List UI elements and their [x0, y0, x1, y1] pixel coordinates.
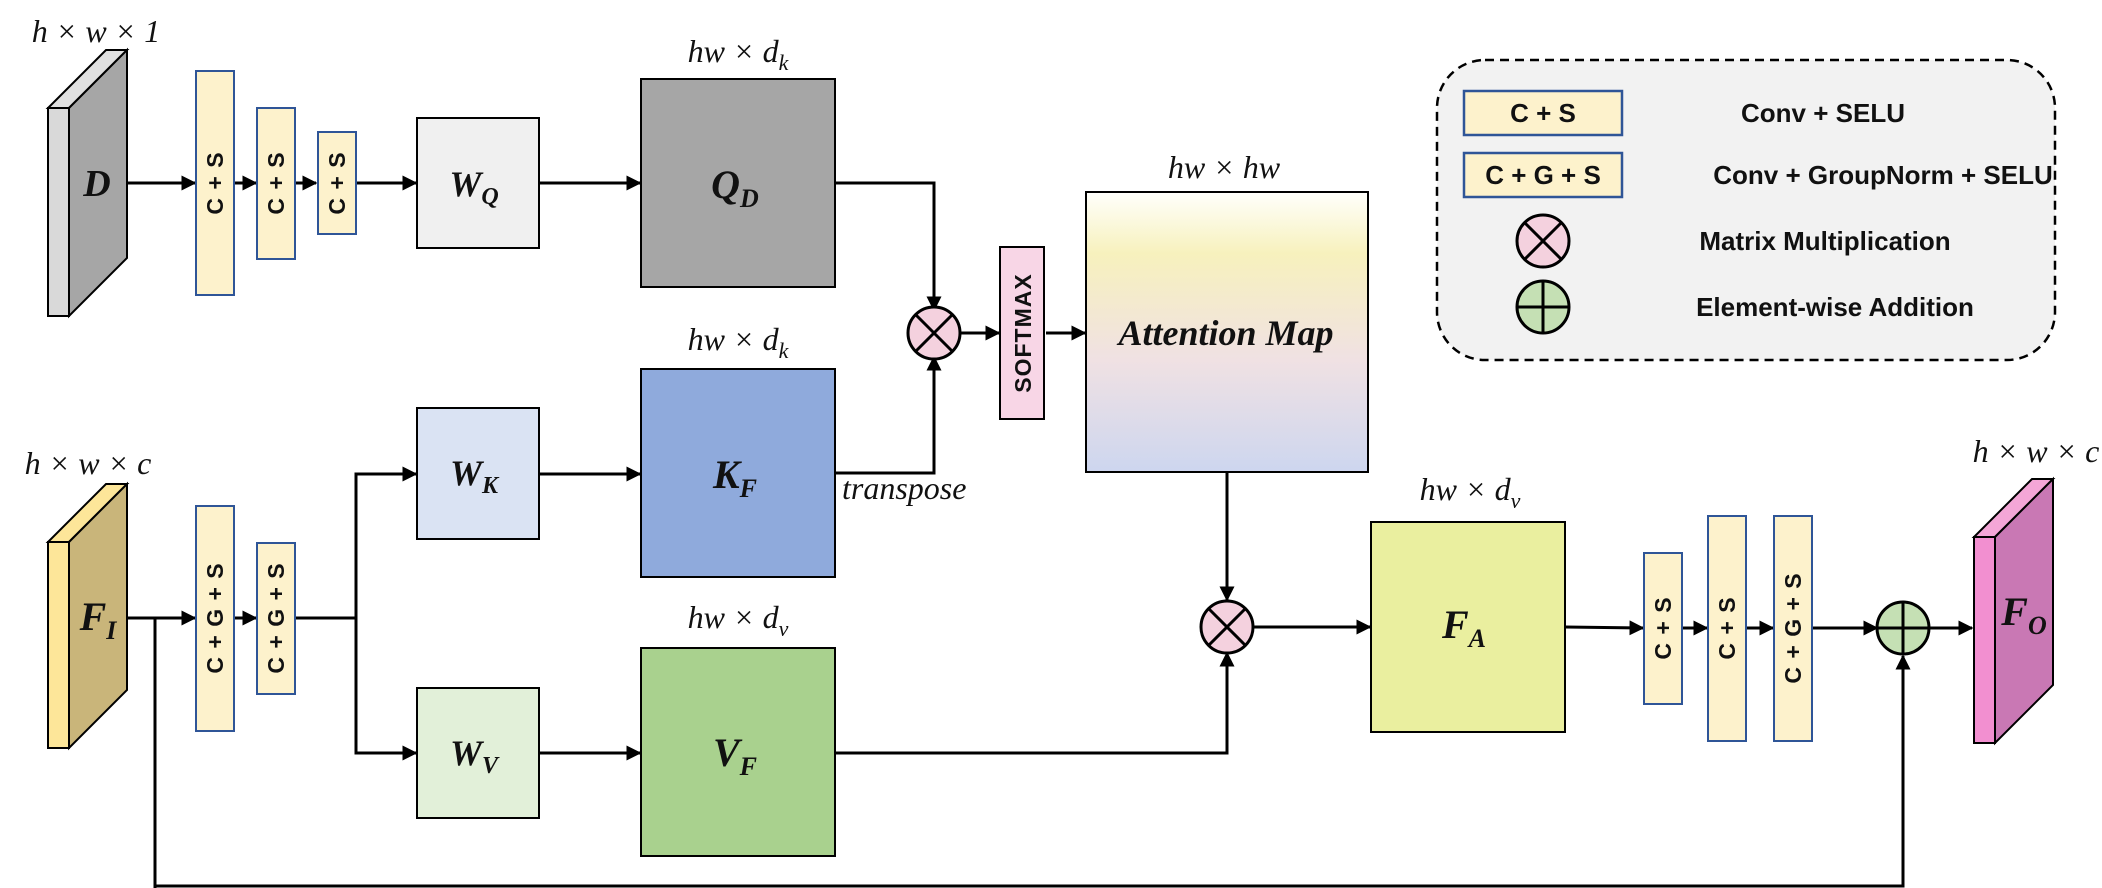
cs-block-2: C + S — [256, 107, 296, 260]
wq-box: WQ — [416, 117, 540, 249]
legend-add-desc: Element-wise Addition — [1696, 292, 1974, 322]
q-symbol: Q — [711, 162, 740, 207]
v-symbol: V — [713, 730, 743, 775]
fa-symbol: F — [1441, 602, 1469, 647]
svg-text:C + G + S: C + G + S — [1780, 572, 1806, 683]
element-wise-addition-icon — [1515, 279, 1571, 335]
feature-input-slab: FI — [45, 481, 130, 751]
wk-sub: K — [481, 473, 500, 499]
legend-mult-desc: Matrix Multiplication — [1699, 226, 1950, 256]
cs-block-1: C + S — [195, 70, 235, 296]
v-dim: hw × dv — [688, 599, 789, 641]
svg-text:WK: WK — [450, 453, 500, 499]
svg-text:SOFTMAX: SOFTMAX — [1010, 273, 1036, 392]
svg-text:C + G + S: C + G + S — [202, 562, 228, 673]
svg-text:Attention Map: Attention Map — [1116, 313, 1333, 353]
fa-dim: hw × dv — [1420, 471, 1521, 513]
svg-text:QD: QD — [711, 162, 759, 213]
svg-text:C + S: C + S — [263, 151, 289, 214]
v-matrix: VF — [640, 647, 836, 857]
wv-symbol: W — [450, 733, 485, 773]
wv-box: WV — [416, 687, 540, 819]
feature-input-dim: h × w × c — [25, 445, 152, 481]
cgs-block-1: C + G + S — [195, 505, 235, 732]
wk-symbol: W — [450, 453, 485, 493]
fa-matrix: FA — [1370, 521, 1566, 733]
fo-sub: O — [2028, 611, 2047, 640]
fa-sub: A — [1467, 624, 1486, 653]
depth-input-label: D — [82, 163, 110, 205]
svg-text:C + S: C + S — [324, 151, 350, 214]
depth-input-dim: h × w × 1 — [32, 13, 161, 49]
depth-input-slab: D — [45, 47, 130, 319]
legend-cs-desc: Conv + SELU — [1741, 98, 1905, 128]
cgs-block-3: C + G + S — [1773, 515, 1813, 742]
wq-sub: Q — [481, 184, 498, 210]
fo-symbol: F — [2000, 589, 2028, 634]
svg-text:KF: KF — [712, 452, 757, 503]
cs-block-4: C + S — [1643, 552, 1683, 705]
cs-block-5: C + S — [1707, 515, 1747, 742]
k-matrix: KF — [640, 368, 836, 578]
fi-symbol: F — [79, 594, 107, 639]
svg-text:C + S: C + S — [1650, 596, 1676, 659]
legend-cs-key: C + S — [1510, 98, 1576, 128]
svg-text:VF: VF — [713, 730, 757, 781]
q-dim: hw × dk — [688, 33, 790, 75]
k-sub: F — [739, 474, 757, 503]
legend-cs-swatch — [1462, 89, 1624, 137]
svg-text:FO: FO — [2000, 589, 2047, 640]
svg-text:FI: FI — [79, 594, 118, 645]
legend-cgs-swatch — [1462, 151, 1624, 199]
svg-text:WV: WV — [450, 733, 500, 779]
fi-sub: I — [105, 616, 117, 645]
transpose-label: transpose — [842, 470, 966, 506]
wq-symbol: W — [449, 164, 484, 204]
legend-cgs-key: C + G + S — [1485, 160, 1601, 190]
v-sub: F — [739, 752, 757, 781]
matrix-multiplication-icon — [1199, 599, 1255, 655]
wk-box: WK — [416, 407, 540, 540]
attention-map: Attention Map — [1085, 191, 1369, 473]
feature-output-slab: FO — [1971, 476, 2056, 746]
svg-text:C + S: C + S — [202, 151, 228, 214]
svg-text:FA: FA — [1441, 602, 1486, 653]
softmax-block: SOFTMAX — [999, 246, 1045, 420]
attention-dim: hw × hw — [1168, 149, 1281, 185]
svg-text:C + G + S: C + G + S — [263, 562, 289, 673]
feature-output-dim: h × w × c — [1973, 433, 2100, 469]
k-dim: hw × dk — [688, 321, 790, 363]
matrix-multiplication-icon — [906, 305, 962, 361]
legend-cgs-desc: Conv + GroupNorm + SELU — [1713, 160, 2053, 190]
matrix-multiplication-icon — [1515, 213, 1571, 269]
legend: C + S Conv + SELU C + G + S Conv + Group… — [1435, 58, 2057, 362]
connections — [95, 175, 1974, 888]
svg-text:C + S: C + S — [1714, 596, 1740, 659]
wv-sub: V — [482, 753, 500, 779]
q-matrix: QD — [640, 78, 836, 288]
k-symbol: K — [712, 452, 742, 497]
svg-text:WQ: WQ — [449, 164, 498, 210]
cgs-block-2: C + G + S — [256, 542, 296, 695]
element-wise-addition-icon — [1875, 600, 1931, 656]
cs-block-3: C + S — [317, 131, 357, 235]
q-sub: D — [739, 184, 759, 213]
